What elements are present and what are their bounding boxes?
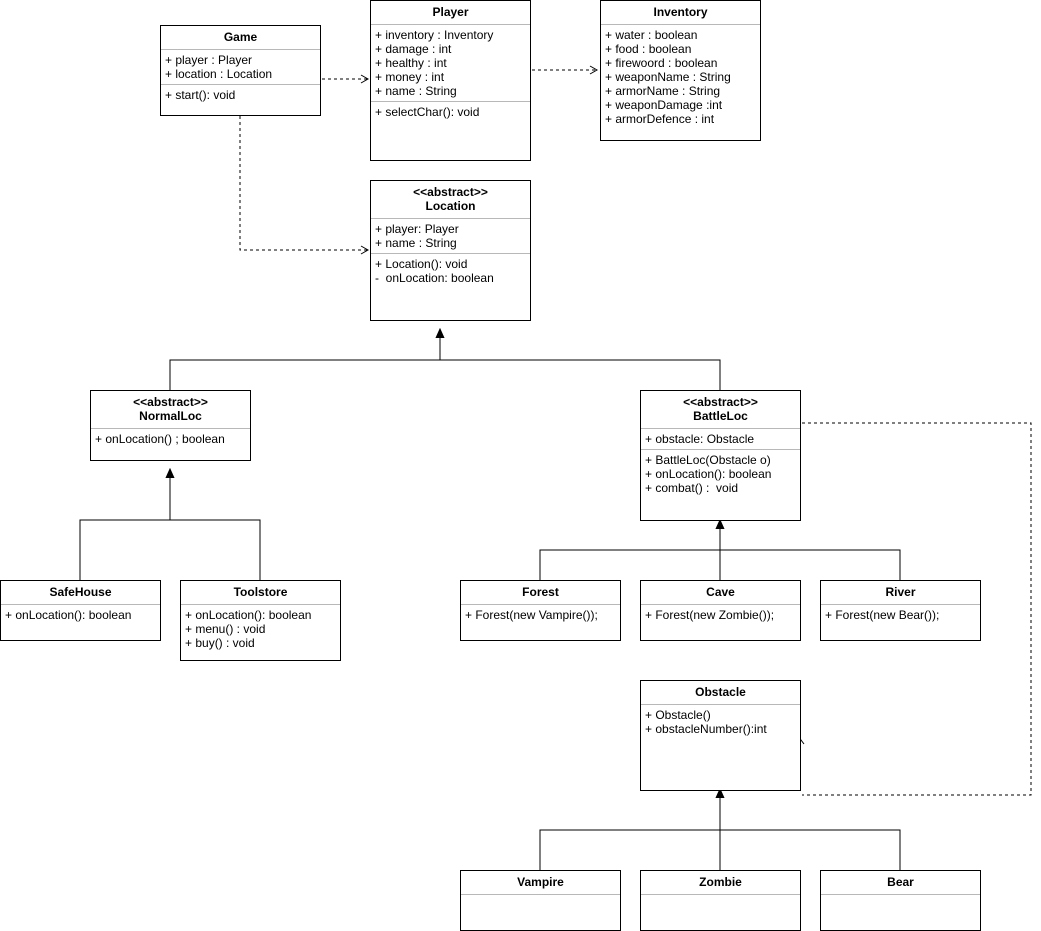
methods: + BattleLoc(Obstacle o)+ onLocation(): b…	[641, 450, 800, 498]
class-name: Player	[432, 5, 469, 19]
class-name: Game	[223, 30, 258, 44]
methods: + onLocation(): boolean+ menu() : void+ …	[181, 605, 340, 653]
class-obstacle[interactable]: Obstacle + Obstacle()+ obstacleNumber():…	[640, 680, 801, 791]
class-location[interactable]: <<abstract>>Location + player: Player+ n…	[370, 180, 531, 321]
class-name: Location	[425, 199, 476, 213]
method: + onLocation(): boolean	[5, 608, 132, 622]
attribute: + armorDefence : int	[605, 112, 715, 126]
class-safehouse[interactable]: SafeHouse + onLocation(): boolean	[0, 580, 161, 641]
attribute: + name : String	[375, 84, 457, 98]
attribute: + damage : int	[375, 42, 452, 56]
method: + Forest(new Vampire());	[465, 608, 598, 622]
class-zombie[interactable]: Zombie	[640, 870, 801, 931]
class-bear[interactable]: Bear	[820, 870, 981, 931]
attribute: + weaponDamage :int	[605, 98, 723, 112]
method: + Location(): void	[375, 257, 468, 271]
class-name: BattleLoc	[693, 409, 748, 423]
class-river[interactable]: River + Forest(new Bear());	[820, 580, 981, 641]
attribute: + name : String	[375, 236, 457, 250]
class-vampire[interactable]: Vampire	[460, 870, 621, 931]
attribute: + weaponName : String	[605, 70, 731, 84]
methods: + onLocation() ; boolean	[91, 429, 250, 449]
class-battleloc[interactable]: <<abstract>>BattleLoc + obstacle: Obstac…	[640, 390, 801, 521]
attribute: + healthy : int	[375, 56, 447, 70]
edge-battleloc-obstacle	[802, 422, 1032, 796]
edge-safehouse-toolstore	[79, 519, 261, 580]
class-cave[interactable]: Cave + Forest(new Zombie());	[640, 580, 801, 641]
method: - onLocation: boolean	[375, 271, 494, 285]
methods: + onLocation(): boolean	[1, 605, 160, 625]
attribute: + armorName : String	[605, 84, 721, 98]
methods: + Forest(new Bear());	[821, 605, 980, 625]
method: + combat() : void	[645, 481, 739, 495]
class-inventory[interactable]: Inventory + water : boolean+ food : bool…	[600, 0, 761, 141]
method: + Forest(new Bear());	[825, 608, 940, 622]
attributes: + player: Player+ name : String	[371, 219, 530, 254]
attribute: + water : boolean	[605, 28, 698, 42]
method: + Obstacle()	[645, 708, 711, 722]
class-stereotype: <<abstract>>	[413, 185, 488, 199]
class-name: Inventory	[653, 5, 708, 19]
attributes: + obstacle: Obstacle	[641, 429, 800, 450]
method: + onLocation() ; boolean	[95, 432, 225, 446]
class-name: Forest	[522, 585, 559, 599]
class-name: NormalLoc	[139, 409, 202, 423]
attribute: + money : int	[375, 70, 445, 84]
class-name: Vampire	[517, 875, 564, 889]
attributes: + water : boolean+ food : boolean+ firew…	[601, 25, 760, 129]
class-player[interactable]: Player + inventory : Inventory+ damage :…	[370, 0, 531, 161]
attributes: + inventory : Inventory+ damage : int+ h…	[371, 25, 530, 102]
attribute: + player: Player	[375, 222, 459, 236]
methods: + Obstacle()+ obstacleNumber():int	[641, 705, 800, 739]
edge-game-location	[239, 116, 370, 255]
class-name: Cave	[706, 585, 735, 599]
class-stereotype: <<abstract>>	[683, 395, 758, 409]
class-name: SafeHouse	[49, 585, 112, 599]
class-name: Zombie	[699, 875, 742, 889]
method: + onLocation(): boolean	[645, 467, 772, 481]
attribute: + food : boolean	[605, 42, 692, 56]
class-toolstore[interactable]: Toolstore + onLocation(): boolean+ menu(…	[180, 580, 341, 661]
class-stereotype: <<abstract>>	[133, 395, 208, 409]
class-normalloc[interactable]: <<abstract>>NormalLoc + onLocation() ; b…	[90, 390, 251, 461]
method: + start(): void	[165, 88, 236, 102]
attributes: + player : Player+ location : Location	[161, 50, 320, 85]
class-forest[interactable]: Forest + Forest(new Vampire());	[460, 580, 621, 641]
methods: + Forest(new Vampire());	[461, 605, 620, 625]
method: + Forest(new Zombie());	[645, 608, 775, 622]
method: + BattleLoc(Obstacle o)	[645, 453, 771, 467]
attribute: + obstacle: Obstacle	[645, 432, 755, 446]
methods: + start(): void	[161, 85, 320, 105]
class-name: Bear	[887, 875, 914, 889]
methods: + selectChar(): void	[371, 102, 530, 122]
method: + buy() : void	[185, 636, 255, 650]
methods: + Forest(new Zombie());	[641, 605, 800, 625]
attribute: + location : Location	[165, 67, 273, 81]
method: + menu() : void	[185, 622, 266, 636]
class-name: Toolstore	[233, 585, 288, 599]
edge-normalloc-location	[169, 359, 721, 390]
method: + selectChar(): void	[375, 105, 480, 119]
class-game[interactable]: Game + player : Player+ location : Locat…	[160, 25, 321, 116]
method: + obstacleNumber():int	[645, 722, 767, 736]
method: + onLocation(): boolean	[185, 608, 312, 622]
methods: + Location(): void- onLocation: boolean	[371, 254, 530, 288]
class-name: Obstacle	[695, 685, 746, 699]
attribute: + player : Player	[165, 53, 253, 67]
attribute: + firewoord : boolean	[605, 56, 718, 70]
attribute: + inventory : Inventory	[375, 28, 494, 42]
class-name: River	[885, 585, 916, 599]
